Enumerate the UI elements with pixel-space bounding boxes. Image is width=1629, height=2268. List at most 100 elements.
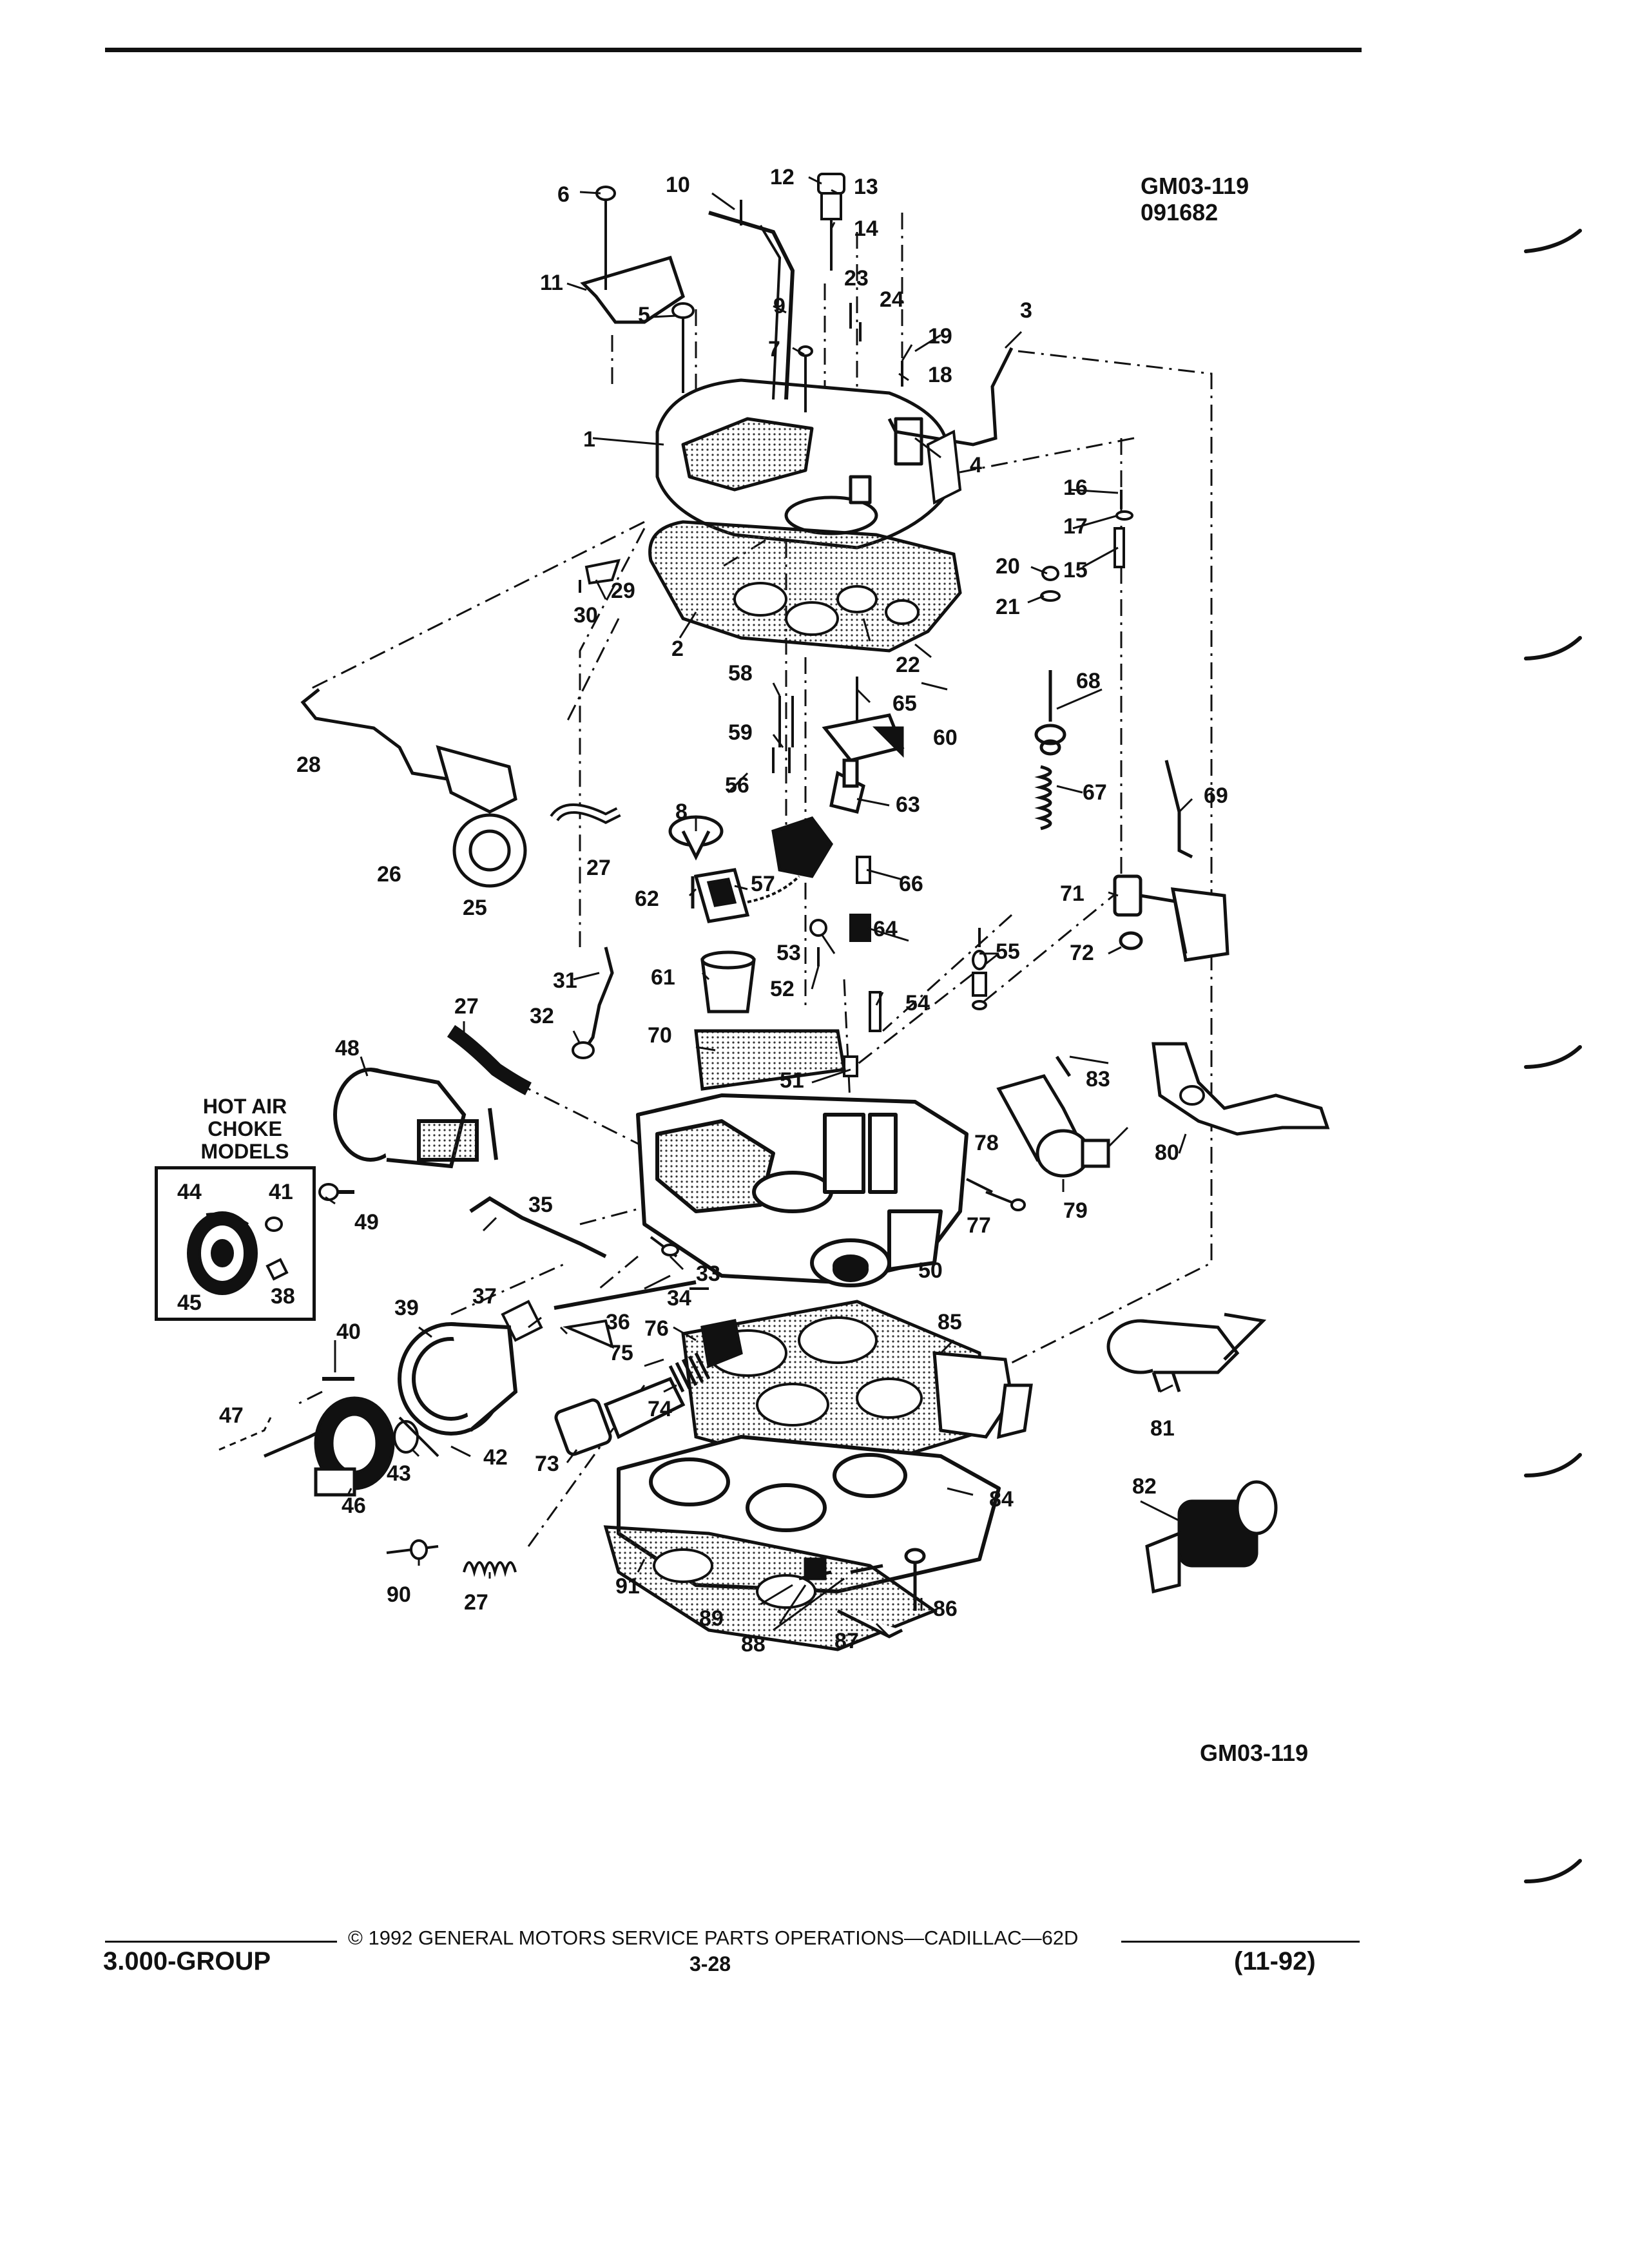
inset-title: HOT AIR CHOKE MODELS [187, 1095, 303, 1164]
callout-31: 31 [553, 968, 577, 993]
callout-9: 9 [773, 294, 786, 318]
callout-17: 17 [1063, 514, 1088, 539]
callout-51: 51 [780, 1068, 804, 1093]
callout-13: 13 [854, 175, 878, 199]
rod-47 [264, 1428, 323, 1458]
callout-39: 39 [394, 1296, 419, 1320]
callout-30: 30 [574, 603, 598, 628]
callout-91: 91 [615, 1574, 640, 1599]
switch-81 [1106, 1312, 1267, 1392]
callout-7: 7 [768, 337, 780, 361]
callout-15: 15 [1063, 558, 1088, 582]
callout-58: 58 [728, 661, 753, 686]
callout-76: 76 [644, 1316, 669, 1341]
callout-69: 69 [1204, 783, 1228, 808]
fuel-inlet-50 [833, 1256, 869, 1282]
callout-36: 36 [606, 1310, 630, 1334]
callout-72: 72 [1070, 941, 1094, 965]
callout-70: 70 [648, 1023, 672, 1048]
inset-title-line-3: MODELS [200, 1140, 289, 1164]
callout-1: 1 [583, 427, 595, 452]
figure-code-date: 091682 [1141, 199, 1219, 226]
callout-88: 88 [741, 1632, 766, 1657]
callout-29: 29 [611, 579, 635, 603]
callout-21: 21 [996, 595, 1020, 619]
callout-48: 48 [335, 1036, 360, 1061]
rod-28 [300, 688, 465, 782]
binder-mark-3 [1524, 1045, 1582, 1069]
inset-callout-38: 38 [271, 1284, 295, 1309]
callout-83: 83 [1086, 1067, 1110, 1091]
bottom-figure-code: GM03-119 [1200, 1740, 1309, 1766]
bracket-29 [584, 559, 621, 585]
callout-34: 34 [667, 1286, 691, 1311]
gasket-70 [694, 1029, 846, 1091]
binder-mark-4 [1524, 1453, 1582, 1477]
callout-32: 32 [530, 1004, 554, 1028]
callout-25: 25 [463, 896, 487, 920]
callout-3: 3 [1020, 298, 1032, 323]
callout-54: 54 [905, 991, 930, 1015]
callout-18: 18 [928, 363, 952, 387]
callout-49: 49 [354, 1210, 379, 1235]
callout-66: 66 [899, 872, 923, 896]
callout-27-lower: 27 [464, 1590, 488, 1615]
top-rule [105, 48, 1362, 52]
solenoid-82 [1145, 1480, 1278, 1594]
callout-6: 6 [557, 182, 570, 207]
callout-64: 64 [873, 917, 898, 941]
callout-35: 35 [528, 1193, 553, 1217]
harness-71 [1113, 874, 1229, 962]
callout-85: 85 [938, 1310, 962, 1334]
callout-12: 12 [770, 165, 795, 189]
idle-solenoid-12-14 [817, 173, 845, 271]
callout-62: 62 [635, 887, 659, 911]
callout-43: 43 [387, 1461, 411, 1486]
callout-77: 77 [967, 1213, 991, 1238]
inset-box: 44 41 45 38 [155, 1166, 316, 1321]
callout-46: 46 [342, 1494, 366, 1518]
callout-60: 60 [933, 726, 958, 750]
power-piston-60 [822, 713, 905, 814]
callout-2: 2 [671, 637, 684, 661]
binder-mark-2 [1524, 636, 1582, 660]
callout-33: 33 [696, 1262, 720, 1286]
rod-31 [578, 947, 614, 1058]
link-10 [708, 211, 795, 400]
float-56 [771, 816, 834, 878]
idle-speed-assembly-73 [554, 1319, 743, 1456]
callout-4: 4 [970, 453, 982, 477]
callout-56: 56 [725, 773, 749, 798]
callout-80: 80 [1155, 1140, 1179, 1165]
footer-rule-right [1121, 1941, 1360, 1943]
callout-78: 78 [974, 1131, 999, 1155]
callout-11: 11 [540, 271, 563, 295]
callout-61: 61 [651, 965, 675, 990]
callout-16: 16 [1063, 476, 1088, 500]
spring-67 [1034, 670, 1066, 831]
callout-75: 75 [609, 1341, 633, 1365]
gasket-2 [648, 520, 962, 653]
callout-26: 26 [377, 862, 401, 887]
callout-89: 89 [699, 1606, 724, 1631]
callout-87: 87 [834, 1629, 859, 1653]
inset-callout-41: 41 [269, 1180, 293, 1204]
callout-55: 55 [996, 939, 1020, 964]
figure-code: GM03-119 091682 [1141, 173, 1249, 226]
shaft-36 [554, 1280, 697, 1310]
inset-title-line-1: HOT AIR [202, 1095, 287, 1118]
callout-8: 8 [675, 800, 688, 824]
callout-42: 42 [483, 1445, 508, 1470]
float-bowl-body [636, 1093, 969, 1287]
callout-19: 19 [928, 324, 952, 349]
throttle-lever [932, 1351, 1033, 1439]
binder-mark-1 [1524, 229, 1582, 253]
callout-28: 28 [296, 753, 321, 777]
callout-5: 5 [638, 303, 650, 327]
bracket-11 [580, 255, 685, 324]
callout-47: 47 [219, 1403, 244, 1428]
callout-84: 84 [989, 1487, 1014, 1512]
callout-86: 86 [933, 1597, 958, 1621]
solenoid-79 [996, 1074, 1110, 1178]
